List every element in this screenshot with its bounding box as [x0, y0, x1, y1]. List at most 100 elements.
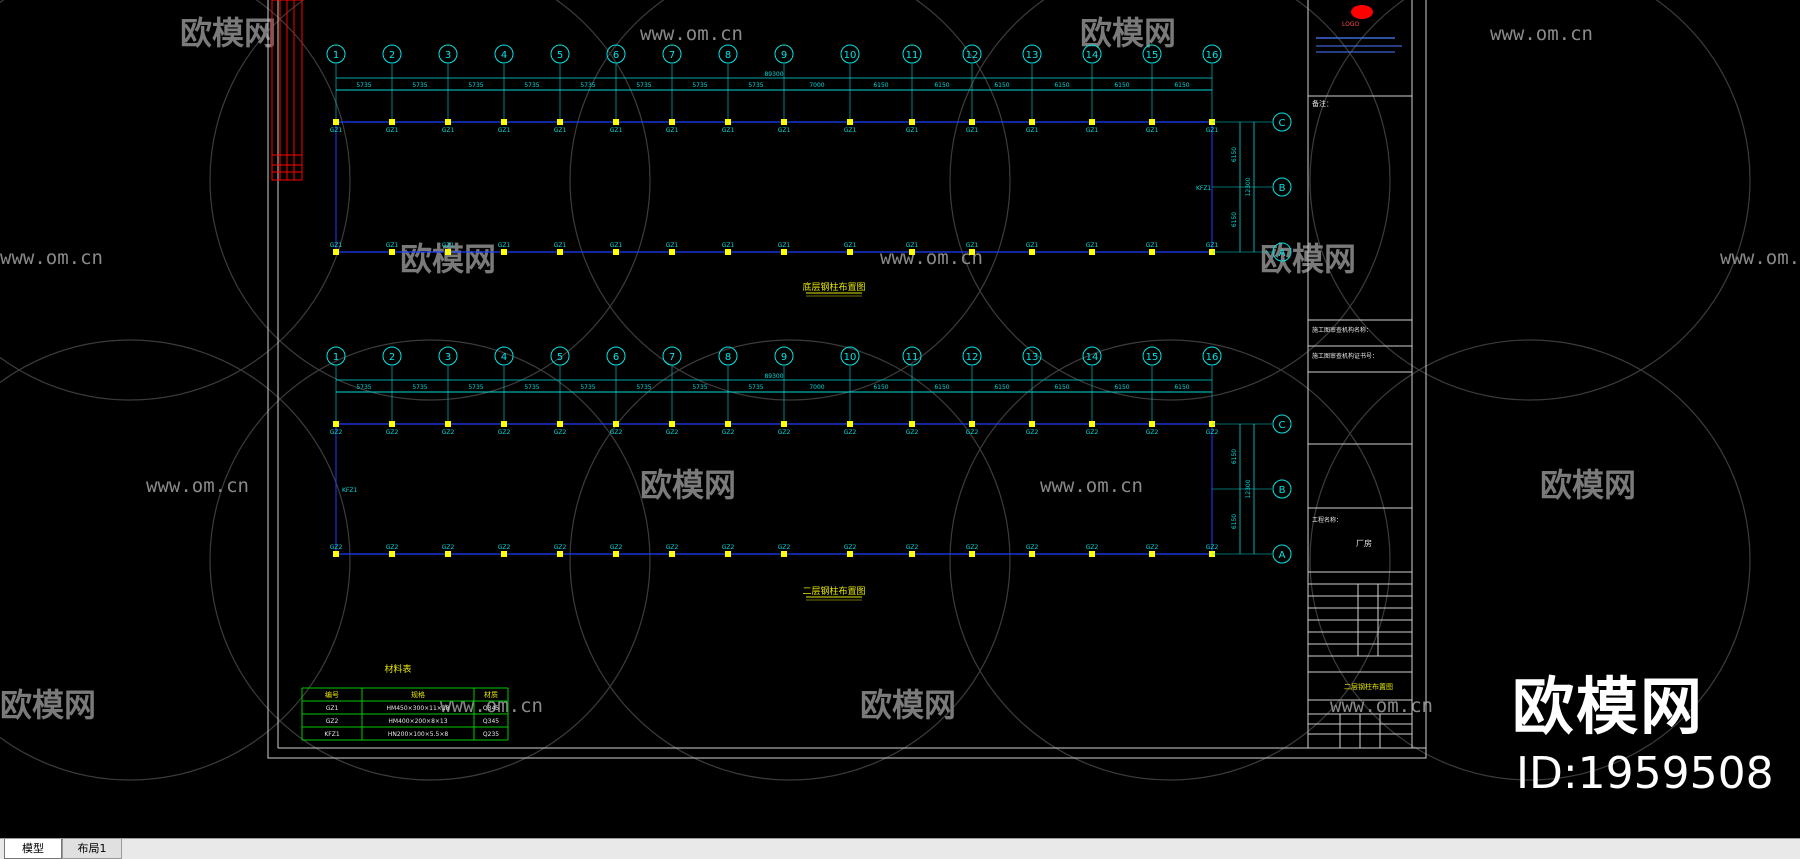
- dim-span-text: 5735: [412, 384, 427, 391]
- axis-circle: [662, 346, 682, 366]
- column-mark: [557, 249, 563, 255]
- axis-circle: [902, 44, 922, 64]
- axis-number: 10: [844, 352, 857, 363]
- column-label: GZ1: [498, 242, 511, 249]
- dim-span-text: 7000: [809, 384, 824, 391]
- dim-span-text: 6150: [1054, 82, 1069, 89]
- dim-total-text: 89300: [764, 373, 783, 380]
- column-label: GZ1: [1146, 127, 1159, 134]
- table-cell: GZ2: [326, 718, 339, 725]
- watermark-circle: [0, 339, 351, 781]
- axis-number: 13: [1026, 352, 1039, 363]
- axis-circle: [1082, 44, 1102, 64]
- row-dim-text: 6150: [1231, 212, 1238, 227]
- column-label: GZ1: [554, 127, 567, 134]
- column-mark: [613, 249, 619, 255]
- watermark-circle: [1309, 339, 1751, 781]
- tab-layout1[interactable]: 布局1: [62, 839, 122, 859]
- dim-span-text: 6150: [994, 384, 1009, 391]
- dim-span-text: 6150: [934, 82, 949, 89]
- axis-circle: [718, 44, 738, 64]
- column-mark: [1029, 249, 1035, 255]
- column-mark: [847, 249, 853, 255]
- column-mark: [1029, 421, 1035, 427]
- axis-number: 6: [613, 50, 619, 61]
- dim-span-text: 6150: [873, 384, 888, 391]
- axis-number: 5: [557, 352, 563, 363]
- axis-circle: [1142, 44, 1162, 64]
- column-label: GZ2: [778, 429, 791, 436]
- row-dim-text: 6150: [1231, 147, 1238, 162]
- axis-number: 8: [725, 50, 731, 61]
- column-label: GZ2: [330, 544, 343, 551]
- axis-circle: [438, 44, 458, 64]
- column-mark: [389, 421, 395, 427]
- column-label: GZ2: [498, 429, 511, 436]
- column-label: GZ2: [844, 429, 857, 436]
- watermark-brand-text: 欧模网: [1080, 14, 1176, 52]
- column-mark: [969, 249, 975, 255]
- axis-number: 12: [966, 50, 979, 61]
- column-mark: [1089, 249, 1095, 255]
- axis-number: 15: [1146, 352, 1159, 363]
- dim-span-text: 6150: [1114, 82, 1129, 89]
- dim-span-text: 5735: [580, 384, 595, 391]
- watermark-circle: [569, 339, 1011, 781]
- column-label: GZ1: [1146, 242, 1159, 249]
- column-mark: [501, 119, 507, 125]
- axis-number: 6: [613, 352, 619, 363]
- dim-span-text: 5735: [692, 384, 707, 391]
- column-mark: [669, 551, 675, 557]
- column-label: GZ2: [1206, 544, 1219, 551]
- axis-circle: [1202, 44, 1222, 64]
- column-mark: [1149, 551, 1155, 557]
- row-axis-label: C: [1279, 118, 1286, 129]
- dim-span-text: 6150: [934, 384, 949, 391]
- column-mark: [557, 119, 563, 125]
- row-axis-circle: [1272, 112, 1292, 132]
- axis-number: 4: [501, 352, 507, 363]
- column-mark: [781, 551, 787, 557]
- dim-span-text: 5735: [412, 82, 427, 89]
- axis-circle: [718, 346, 738, 366]
- notes-label: 备注：: [1312, 99, 1333, 108]
- column-label: GZ2: [966, 429, 979, 436]
- row-dim-total-text: 12300: [1245, 479, 1252, 498]
- axis-number: 15: [1146, 50, 1159, 61]
- row-dim-total-text: 12300: [1245, 177, 1252, 196]
- column-mark: [669, 421, 675, 427]
- column-label: GZ2: [1086, 429, 1099, 436]
- axis-number: 1: [333, 352, 339, 363]
- axis-circle: [1022, 44, 1042, 64]
- column-mark: [669, 119, 675, 125]
- axis-circle: [774, 44, 794, 64]
- row-axis-circle: [1272, 414, 1292, 434]
- axis-circle: [774, 346, 794, 366]
- column-label: GZ1: [666, 242, 679, 249]
- side-column-label: KFZ1: [342, 487, 357, 494]
- column-mark: [725, 421, 731, 427]
- dim-span-text: 6150: [1114, 384, 1129, 391]
- row-axis-label: B: [1279, 183, 1286, 194]
- watermark-circle: [209, 339, 651, 781]
- axis-number: 9: [781, 352, 787, 363]
- watermark-circle: [569, 0, 1011, 401]
- axis-circle: [1022, 346, 1042, 366]
- row-axis-circle: [1272, 242, 1292, 262]
- column-mark: [389, 249, 395, 255]
- tab-model[interactable]: 模型: [4, 839, 62, 859]
- column-label: GZ2: [778, 544, 791, 551]
- table-cell: HM450×300×11×18: [387, 705, 450, 712]
- column-mark: [781, 119, 787, 125]
- watermark-circle: [949, 0, 1391, 401]
- review-agency-label: 施工图审查机构名称：: [1312, 326, 1372, 334]
- column-label: GZ2: [554, 429, 567, 436]
- watermark-brand-text: 欧模网: [640, 466, 736, 504]
- company-logo-icon: [1351, 5, 1373, 19]
- column-mark: [445, 249, 451, 255]
- dim-span-text: 5735: [748, 82, 763, 89]
- column-label: GZ1: [610, 127, 623, 134]
